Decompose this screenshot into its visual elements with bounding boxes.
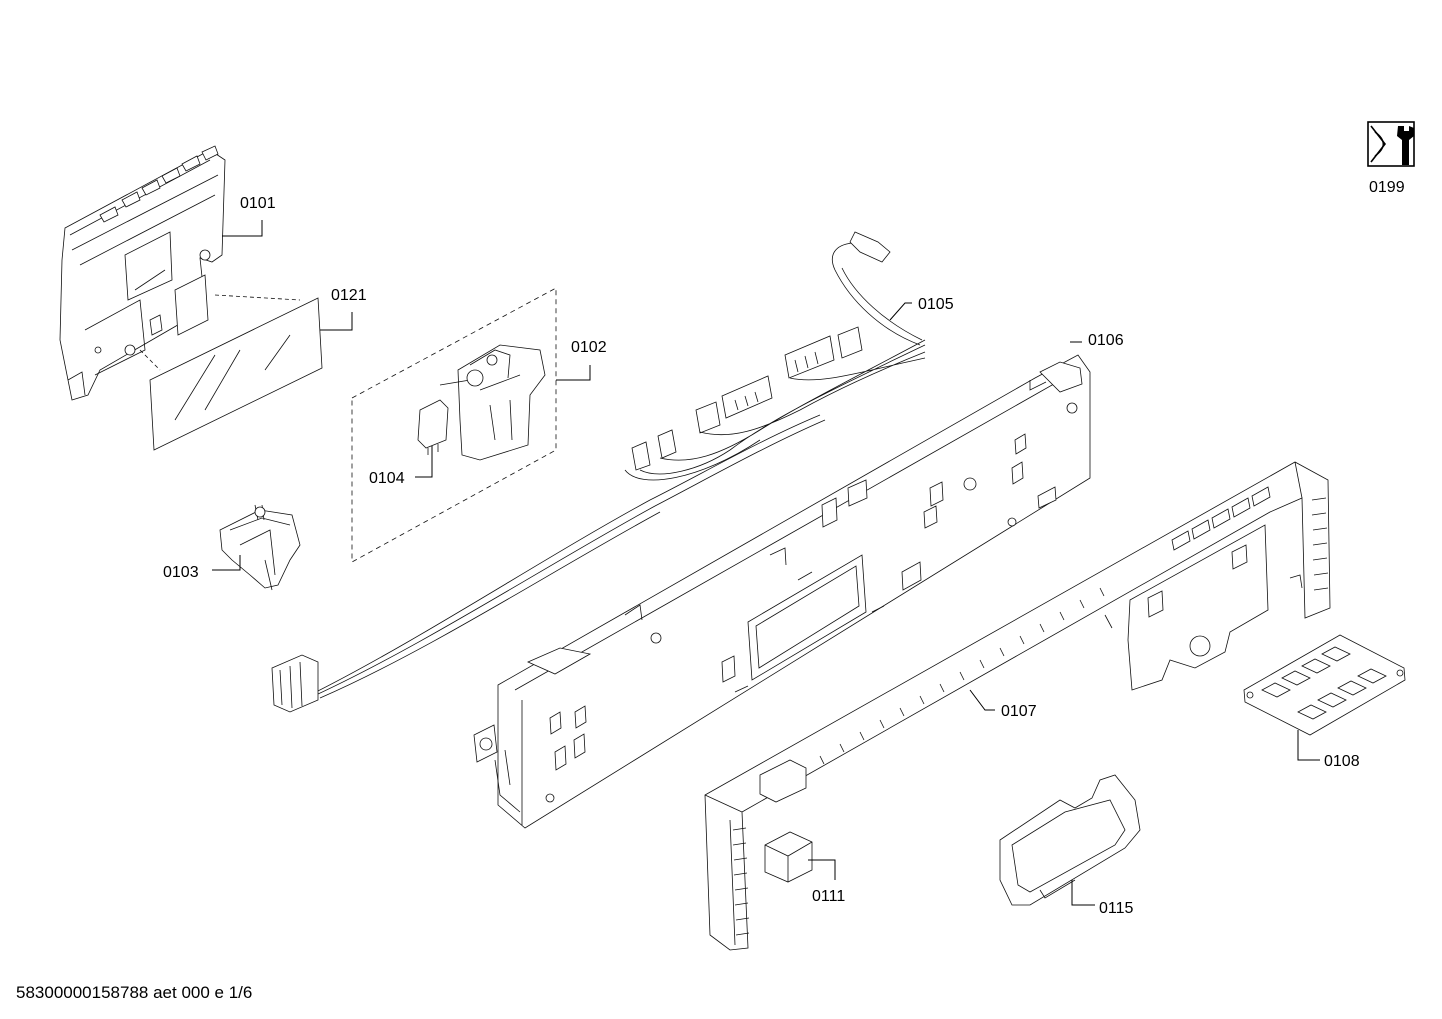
label-0106: 0106: [1088, 332, 1124, 349]
part-0101-control-module: [59, 145, 226, 401]
label-0121: 0121: [331, 287, 367, 304]
label-0104: 0104: [369, 470, 405, 487]
label-0103: 0103: [163, 564, 199, 581]
label-0115: 0115: [1099, 900, 1134, 917]
part-0102-assembly-group: [351, 287, 557, 563]
document-footer: 58300000158788 aet 000 e 1/6: [16, 983, 252, 1002]
wrench-service-icon: [1367, 121, 1415, 167]
label-0108: 0108: [1324, 753, 1360, 770]
part-0105-wiring-harness: [271, 231, 926, 713]
label-0101: 0101: [240, 195, 276, 212]
part-labels: 0101 0121 0102 0104 0103 0105 0106 0107 …: [163, 179, 1405, 917]
label-0107: 0107: [1001, 703, 1037, 720]
part-0111-connector-block: [764, 831, 813, 883]
part-0103-switch: [219, 504, 301, 591]
part-0121-cover-panel: [149, 297, 323, 451]
label-0111: 0111: [812, 888, 845, 905]
leader-lines: [212, 220, 1320, 906]
label-0102: 0102: [571, 339, 607, 356]
part-0115-handle-insert: [999, 774, 1141, 906]
label-0105: 0105: [918, 296, 954, 313]
part-0106-panel-frame: [473, 354, 1091, 829]
part-0107-front-fascia: [704, 461, 1331, 951]
label-0199: 0199: [1369, 179, 1405, 196]
part-0104-relay: [417, 399, 449, 449]
part-0108-keypad: [1243, 634, 1406, 736]
